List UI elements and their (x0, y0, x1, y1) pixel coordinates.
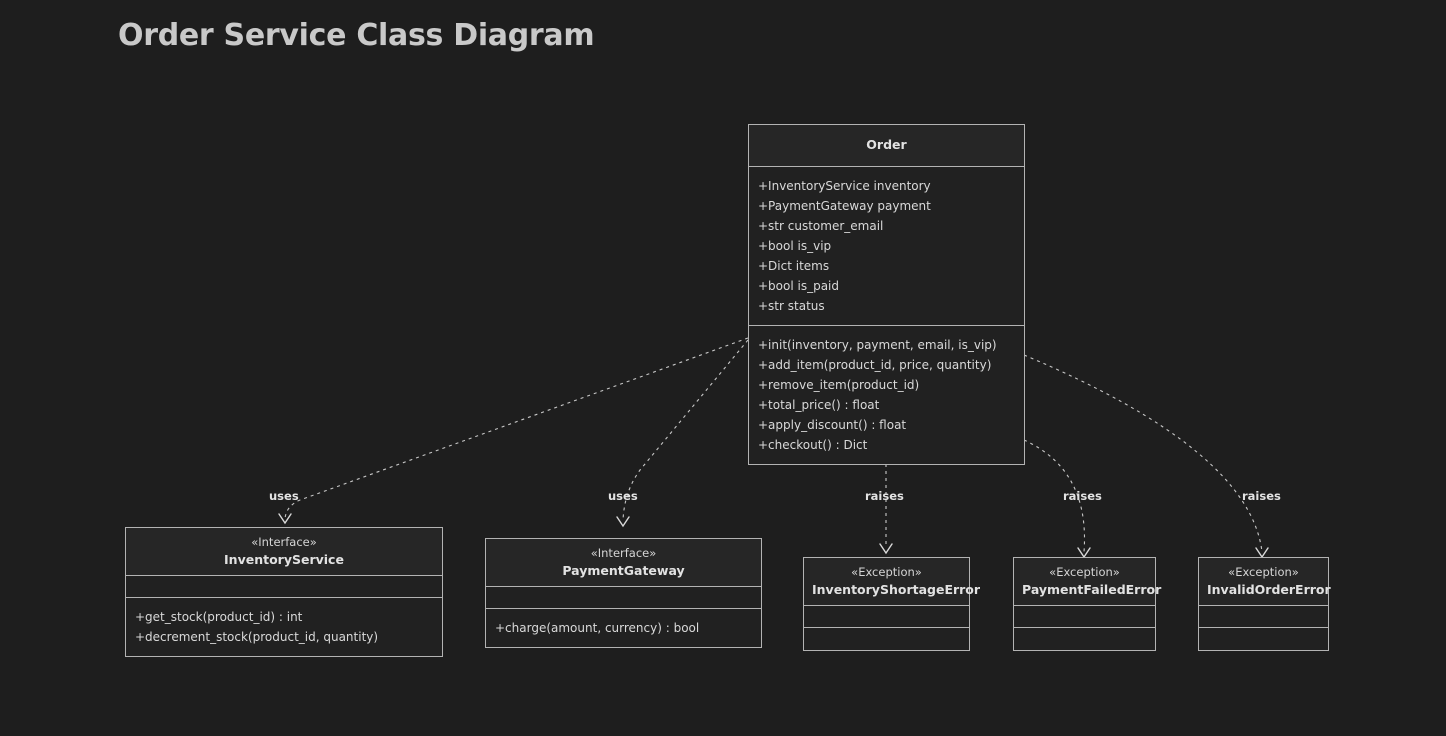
method-item: +checkout() : Dict (758, 438, 868, 452)
arrowhead-inventory (278, 513, 292, 525)
node-title-inventory-service: InventoryService (224, 552, 344, 567)
node-methods-inventory-service: +get_stock(product_id) : int +decrement_… (126, 598, 442, 656)
class-node-invalid-order-error[interactable]: «Exception» InvalidOrderError (1198, 557, 1331, 651)
edge-label-order-uses-inventory: uses (269, 489, 299, 503)
node-stereotype-payment-failed-error: «Exception» (1049, 565, 1120, 579)
node-methods-payment-gateway: +charge(amount, currency) : bool (486, 609, 761, 647)
attribute-item: +str status (758, 299, 825, 313)
node-header-payment-failed-error: «Exception» PaymentFailedError (1014, 558, 1162, 606)
method-item: +get_stock(product_id) : int (135, 610, 303, 624)
attribute-item: +InventoryService inventory (758, 179, 931, 193)
node-methods-order: +init(inventory, payment, email, is_vip)… (749, 326, 1024, 464)
class-node-payment-failed-error[interactable]: «Exception» PaymentFailedError (1013, 557, 1162, 651)
method-item: +add_item(product_id, price, quantity) (758, 358, 992, 372)
node-methods-inventory-shortage-error (804, 628, 969, 650)
method-item: +total_price() : float (758, 398, 880, 412)
class-node-payment-gateway[interactable]: «Interface» PaymentGateway +charge(amoun… (485, 538, 762, 648)
edge-order-raises-payment-failed (1023, 439, 1086, 553)
node-stereotype-inventory-shortage-error: «Exception» (851, 565, 922, 579)
node-methods-invalid-order-error (1199, 628, 1328, 650)
attribute-item: +str customer_email (758, 219, 884, 233)
node-stereotype-payment-gateway: «Interface» (590, 546, 657, 560)
node-title-payment-gateway: PaymentGateway (562, 563, 685, 578)
node-attributes-order: +InventoryService inventory +PaymentGate… (749, 167, 1024, 326)
method-item: +apply_discount() : float (758, 418, 907, 432)
attribute-item: +Dict items (758, 259, 830, 273)
arrowhead-invalid (1255, 547, 1269, 559)
method-item: +remove_item(product_id) (758, 378, 920, 392)
class-node-inventory-service[interactable]: «Interface» InventoryService +get_stock(… (125, 527, 443, 657)
node-title-invalid-order-error: InvalidOrderError (1207, 582, 1331, 597)
node-attributes-payment-gateway (486, 587, 761, 609)
edge-order-uses-inventory (284, 337, 749, 520)
method-item: +init(inventory, payment, email, is_vip) (758, 338, 997, 352)
node-stereotype-inventory-service: «Interface» (251, 535, 317, 549)
node-title-inventory-shortage-error: InventoryShortageError (812, 582, 981, 597)
attribute-item: +PaymentGateway payment (758, 199, 931, 213)
node-header-order: Order (749, 125, 1024, 167)
node-methods-payment-failed-error (1014, 628, 1155, 650)
class-node-inventory-shortage-error[interactable]: «Exception» InventoryShortageError (803, 557, 981, 651)
edge-label-order-raises-shortage: raises (865, 489, 904, 503)
edge-label-order-raises-payment-failed: raises (1063, 489, 1102, 503)
node-attributes-inventory-service (126, 576, 442, 598)
page-title: Order Service Class Diagram (118, 18, 595, 53)
edge-label-order-raises-invalid: raises (1242, 489, 1281, 503)
attribute-item: +bool is_vip (758, 239, 832, 253)
node-attributes-payment-failed-error (1014, 606, 1155, 628)
arrowhead-payment (616, 516, 630, 528)
node-header-invalid-order-error: «Exception» InvalidOrderError (1199, 558, 1331, 606)
node-attributes-invalid-order-error (1199, 606, 1328, 628)
node-title-payment-failed-error: PaymentFailedError (1022, 582, 1162, 597)
method-item: +decrement_stock(product_id, quantity) (135, 630, 379, 644)
arrowhead-shortage (879, 543, 893, 555)
node-header-inventory-service: «Interface» InventoryService (126, 528, 442, 576)
node-title-order: Order (866, 137, 907, 152)
edge-order-uses-payment (622, 339, 749, 522)
edge-label-order-uses-payment: uses (608, 489, 638, 503)
node-attributes-inventory-shortage-error (804, 606, 969, 628)
class-node-order[interactable]: Order +InventoryService inventory +Payme… (748, 124, 1025, 465)
node-header-inventory-shortage-error: «Exception» InventoryShortageError (804, 558, 981, 606)
method-item: +charge(amount, currency) : bool (495, 621, 700, 635)
attribute-item: +bool is_paid (758, 279, 840, 293)
node-stereotype-invalid-order-error: «Exception» (1228, 565, 1299, 579)
edge-order-raises-invalid (1023, 354, 1263, 553)
node-header-payment-gateway: «Interface» PaymentGateway (486, 539, 761, 587)
